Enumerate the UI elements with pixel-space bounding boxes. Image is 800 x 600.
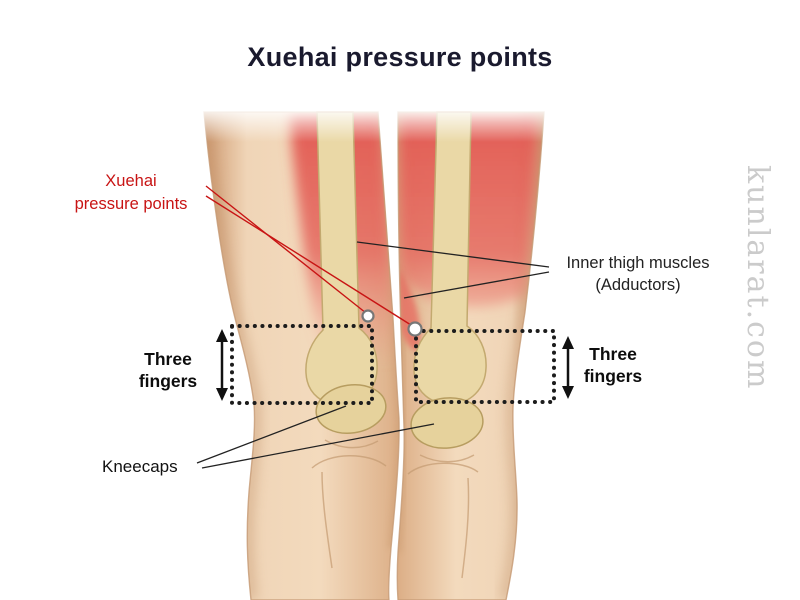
left-leg-outline	[203, 111, 400, 600]
three-fingers-arrow-right	[562, 336, 574, 399]
xuehai-pressure-points-label: Xuehai pressure points	[74, 172, 188, 214]
pressure-point-right	[407, 321, 423, 337]
knee-sketch-lines	[311, 439, 479, 579]
three-fingers-arrow-left	[216, 329, 228, 401]
inner-thigh-muscles-label: Inner thigh muscles (Adductors)	[566, 254, 710, 295]
xuehai-pointer-lines	[205, 185, 412, 326]
inner-thigh-pointer-lines	[356, 241, 550, 299]
three-fingers-label-left: Three fingers	[138, 349, 198, 391]
kneecaps-label: Kneecaps	[102, 457, 178, 476]
kneecap-pointer-lines	[196, 405, 435, 469]
top-fade	[190, 106, 560, 142]
three-fingers-label-right: Three fingers	[583, 344, 643, 386]
measurement-box-left	[230, 324, 374, 405]
kneecap-left	[315, 383, 387, 435]
pressure-point-left	[361, 309, 375, 323]
kneecap-right	[410, 397, 484, 449]
measurement-box-right	[414, 329, 556, 404]
watermark-text: kunlarat.com	[740, 165, 775, 391]
page-title: Xuehai pressure points	[247, 42, 553, 72]
